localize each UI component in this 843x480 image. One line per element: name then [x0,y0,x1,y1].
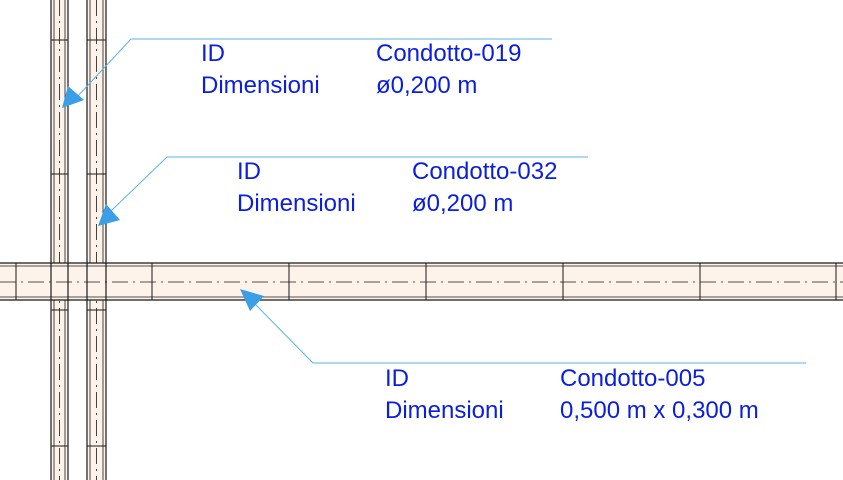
duct-label-condotto-032[interactable]: ID Condotto-032 Dimensioni ø0,200 m [237,157,597,219]
id-key: ID [201,40,225,67]
duct-body [0,263,843,300]
duct-segment-joints [51,39,68,447]
duct-segment-joints [87,39,106,447]
duct-segment-joints [15,263,837,300]
id-value: Condotto-005 [560,365,706,392]
leader-condotto-032 [98,156,588,226]
duct-label-condotto-019[interactable]: ID Condotto-019 Dimensioni ø0,200 m [201,39,561,101]
id-key: ID [385,365,409,392]
leader-condotto-005 [240,289,806,364]
duct-condotto-005[interactable] [0,262,843,301]
leader-arrowhead [98,204,120,226]
dimension-key: Dimensioni [237,190,356,217]
dimension-value: 0,500 m x 0,300 m [560,397,759,424]
dimension-value: ø0,200 m [412,190,514,217]
dimension-value: ø0,200 m [376,72,478,99]
id-value: Condotto-019 [376,40,522,67]
dimension-key: Dimensioni [385,397,504,424]
dimension-key: Dimensioni [201,72,320,99]
duct-junction-outline [50,263,107,300]
leader-arrowhead [62,86,84,108]
leader-condotto-019 [62,38,552,108]
duct-condotto-019[interactable] [50,0,69,480]
leader-arrowhead [240,289,264,311]
id-key: ID [237,158,261,185]
duct-label-condotto-005[interactable]: ID Condotto-005 Dimensioni 0,500 m x 0,3… [385,364,815,426]
id-value: Condotto-032 [412,158,558,185]
duct-condotto-032[interactable] [86,0,107,480]
